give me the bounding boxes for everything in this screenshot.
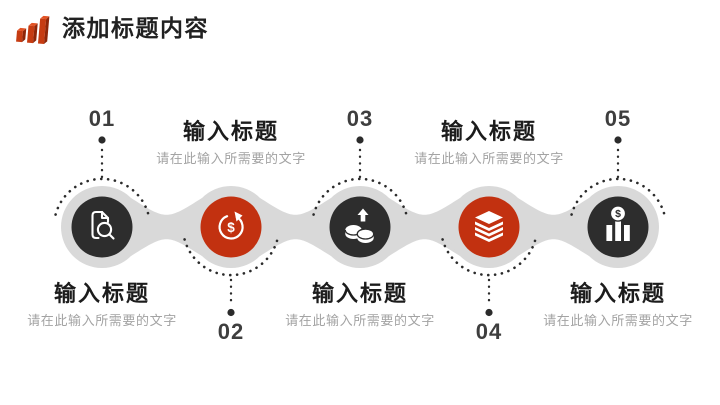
leader-anchor-dots xyxy=(98,136,622,317)
node-circle-step1[interactable] xyxy=(71,196,133,258)
coins-growth-icon xyxy=(344,208,375,243)
dotted-arcs xyxy=(54,177,666,277)
step1-desc[interactable]: 请在此输入所需要的文字 xyxy=(27,313,177,329)
layers-stack-icon xyxy=(475,211,503,242)
dotted-arc-step1 xyxy=(54,177,150,216)
page-title[interactable]: 添加标题内容 xyxy=(62,15,209,42)
step5-title[interactable]: 输入标题 xyxy=(569,281,666,306)
step5-number[interactable]: 05 xyxy=(604,106,632,131)
step4-desc[interactable]: 请在此输入所需要的文字 xyxy=(414,151,564,167)
step3-title[interactable]: 输入标题 xyxy=(311,281,408,306)
node-circle-step2[interactable] xyxy=(200,196,262,258)
step3-number[interactable]: 03 xyxy=(346,106,374,131)
step1-label[interactable]: 输入标题 请在此输入所需要的文字 xyxy=(7,281,197,329)
bar-chart-dollar-icon: $ xyxy=(606,205,630,241)
document-search-icon xyxy=(91,210,115,240)
header: 添加标题内容 xyxy=(12,10,209,48)
dotted-arc-step5 xyxy=(570,177,666,216)
step2-number[interactable]: 02 xyxy=(217,319,245,344)
bar-chart-3d-icon xyxy=(16,15,50,45)
step2-label[interactable]: 输入标题 请在此输入所需要的文字 xyxy=(136,119,326,167)
step4-number[interactable]: 04 xyxy=(475,319,503,344)
step3-label[interactable]: 输入标题 请在此输入所需要的文字 xyxy=(265,281,455,329)
dotted-arc-step3 xyxy=(312,177,408,216)
step4-title[interactable]: 输入标题 xyxy=(440,119,537,144)
dotted-arc-step4 xyxy=(441,238,537,277)
dotted-arc-step2 xyxy=(183,238,279,277)
dollar-refresh-icon: $ xyxy=(218,211,244,240)
step3-desc[interactable]: 请在此输入所需要的文字 xyxy=(285,313,435,329)
step4-label[interactable]: 输入标题 请在此输入所需要的文字 xyxy=(394,119,584,167)
step2-desc[interactable]: 请在此输入所需要的文字 xyxy=(156,151,306,167)
step2-title[interactable]: 输入标题 xyxy=(182,119,279,144)
step1-number[interactable]: 01 xyxy=(88,106,116,131)
dollar-glyph: $ xyxy=(227,220,235,235)
dollar-glyph: $ xyxy=(615,208,621,220)
step5-desc[interactable]: 请在此输入所需要的文字 xyxy=(543,313,693,329)
step1-title[interactable]: 输入标题 xyxy=(53,281,150,306)
dotted-leader-lines xyxy=(100,148,620,307)
node-circle-step4[interactable] xyxy=(458,196,520,258)
step5-label[interactable]: 输入标题 请在此输入所需要的文字 xyxy=(523,281,713,329)
